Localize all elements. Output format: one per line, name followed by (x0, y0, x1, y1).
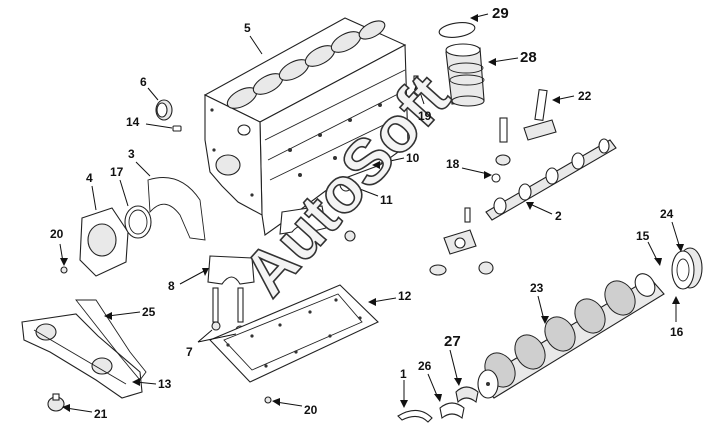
camshaft (485, 138, 617, 221)
thrust-bearing-27 (455, 386, 479, 404)
callout-5: 5 (244, 21, 251, 35)
callout-18: 18 (446, 157, 460, 171)
dowel-pin (172, 125, 182, 132)
front-cover (21, 313, 143, 399)
crankshaft-gear (671, 247, 703, 290)
callout-17: 17 (110, 165, 124, 179)
callout-12: 12 (398, 289, 412, 303)
callout-4: 4 (86, 171, 93, 185)
plug-22 (523, 88, 557, 141)
cylinder-liner (445, 43, 485, 107)
crankshaft (477, 273, 665, 399)
callout-20a: 20 (50, 227, 64, 241)
oil-pan-gasket (209, 284, 379, 383)
callout-20b: 20 (304, 403, 318, 417)
callout-3: 3 (128, 147, 135, 161)
leader-lines (59, 13, 684, 413)
callout-labels: 29 28 22 18 2 19 10 11 12 23 24 15 16 1 … (50, 5, 684, 421)
camshaft-support (429, 207, 494, 276)
callout-23: 23 (530, 281, 544, 295)
fastener-20b (264, 396, 272, 404)
front-cover-gasket (75, 299, 147, 381)
callout-27: 27 (444, 333, 461, 350)
callout-26: 26 (418, 359, 432, 373)
pipe-plug (344, 230, 356, 242)
fastener-20a (60, 266, 68, 274)
main-bearing-shell (397, 409, 433, 423)
cup-plug (155, 99, 173, 121)
callout-21: 21 (94, 407, 108, 421)
callout-11: 11 (380, 193, 393, 207)
thrust-bearing-26 (439, 402, 465, 419)
callout-6: 6 (140, 75, 147, 89)
callout-1: 1 (400, 367, 407, 381)
callout-14: 14 (126, 115, 140, 129)
main-bearing-cap-2 (279, 205, 327, 235)
callout-16: 16 (670, 325, 684, 339)
pin-19 (413, 75, 419, 85)
cylinder-block (203, 17, 409, 236)
front-gear-cover-gasket (147, 177, 206, 241)
callout-10: 10 (406, 151, 420, 165)
callout-19: 19 (418, 109, 432, 123)
callout-15: 15 (636, 229, 650, 243)
rear-seal-housing (79, 207, 129, 277)
callout-7: 7 (186, 345, 193, 359)
callout-29: 29 (492, 5, 509, 22)
cylinder-bores (226, 20, 386, 109)
tappet (491, 117, 511, 183)
callout-22: 22 (578, 89, 592, 103)
callout-25: 25 (142, 305, 156, 319)
rear-oil-seal (124, 205, 152, 239)
callout-2: 2 (555, 209, 562, 223)
plug-21 (47, 393, 65, 412)
callout-28: 28 (520, 49, 537, 66)
liner-seal-ring (438, 22, 476, 38)
callout-24: 24 (660, 207, 674, 221)
callout-8: 8 (168, 279, 175, 293)
callout-13: 13 (158, 377, 172, 391)
